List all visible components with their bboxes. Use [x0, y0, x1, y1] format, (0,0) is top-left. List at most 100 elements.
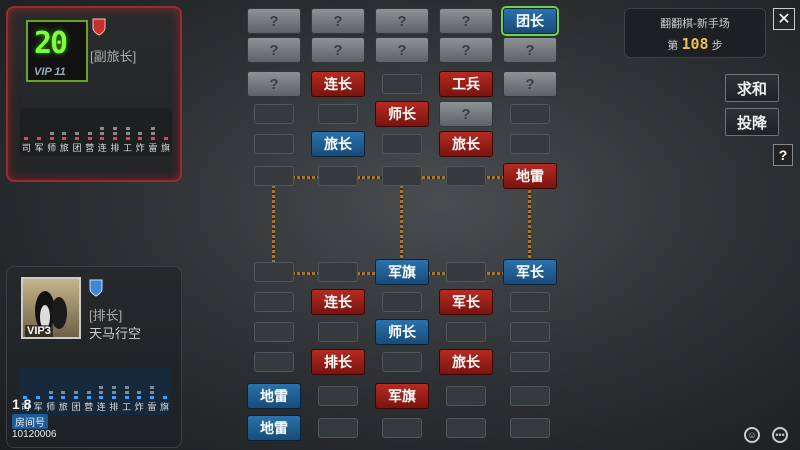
legend-bar	[125, 127, 131, 140]
hidden-piece[interactable]: ?	[247, 71, 301, 97]
draw-button[interactable]: 求和	[725, 74, 779, 102]
legend-bar	[112, 127, 118, 140]
opponent-rank: [副旅长]	[90, 49, 137, 64]
room-logo: 1 8	[12, 396, 32, 412]
empty-cell[interactable]	[254, 166, 294, 186]
player-avatar[interactable]: VIP3	[21, 277, 81, 339]
legend-label: 军	[34, 143, 44, 153]
empty-cell[interactable]	[382, 166, 422, 186]
help-button[interactable]: ?	[773, 144, 793, 166]
piece-red[interactable]: 工兵	[439, 71, 493, 97]
legend-label: 连	[96, 402, 106, 412]
legend-bar	[60, 391, 66, 399]
piece-red[interactable]: 军旗	[375, 383, 429, 409]
piece-red[interactable]: 军长	[439, 289, 493, 315]
empty-cell[interactable]	[382, 74, 422, 94]
empty-cell[interactable]	[510, 134, 550, 154]
piece-blue[interactable]: 地雷	[247, 415, 301, 441]
empty-cell[interactable]	[318, 104, 358, 124]
hidden-piece[interactable]: ?	[247, 37, 301, 63]
emoji-icon[interactable]: ☺	[744, 427, 760, 443]
empty-cell[interactable]	[446, 418, 486, 438]
legend-bar	[49, 132, 55, 140]
opponent-vip: VIP 11	[34, 66, 66, 78]
empty-cell[interactable]	[382, 352, 422, 372]
hidden-piece[interactable]: ?	[311, 8, 365, 34]
empty-cell[interactable]	[318, 322, 358, 342]
piece-red[interactable]: 连长	[311, 289, 365, 315]
hidden-piece[interactable]: ?	[439, 37, 493, 63]
empty-cell[interactable]	[318, 166, 358, 186]
legend-label: 师	[47, 143, 57, 153]
piece-blue[interactable]: 军旗	[375, 259, 429, 285]
legend-bar	[99, 127, 105, 140]
player-vip: VIP3	[25, 325, 53, 337]
hidden-piece[interactable]: ?	[375, 37, 429, 63]
hidden-piece[interactable]: ?	[439, 101, 493, 127]
legend-label: 连	[97, 143, 107, 153]
empty-cell[interactable]	[254, 322, 294, 342]
legend-bar	[35, 396, 41, 399]
empty-cell[interactable]	[446, 166, 486, 186]
empty-cell[interactable]	[254, 352, 294, 372]
piece-blue[interactable]: 地雷	[247, 383, 301, 409]
legend-label: 工	[123, 143, 133, 153]
player-name: 天马行空	[89, 326, 142, 341]
empty-cell[interactable]	[382, 134, 422, 154]
legend-bar	[48, 391, 54, 399]
empty-cell[interactable]	[446, 322, 486, 342]
close-button[interactable]: ✕	[773, 8, 795, 30]
empty-cell[interactable]	[510, 352, 550, 372]
legend-label: 炸	[134, 402, 144, 412]
more-icon[interactable]: •••	[772, 427, 788, 443]
empty-cell[interactable]	[382, 418, 422, 438]
player-panel: VIP3 [排长] 天马行空 司军师旅团营连排工炸雷旗	[6, 266, 182, 448]
piece-red[interactable]: 师长	[375, 101, 429, 127]
empty-cell[interactable]	[254, 292, 294, 312]
piece-red[interactable]: 旅长	[439, 131, 493, 157]
empty-cell[interactable]	[510, 292, 550, 312]
empty-cell[interactable]	[254, 134, 294, 154]
opponent-avatar[interactable]: 20 VIP 11	[26, 20, 88, 82]
legend-label: 旗	[161, 143, 171, 153]
player-piece-legend: 司军师旅团营连排工炸雷旗	[19, 367, 171, 415]
piece-blue[interactable]: 团长	[501, 6, 559, 36]
piece-red[interactable]: 连长	[311, 71, 365, 97]
legend-label: 排	[109, 402, 119, 412]
empty-cell[interactable]	[510, 322, 550, 342]
hidden-piece[interactable]: ?	[247, 8, 301, 34]
empty-cell[interactable]	[254, 104, 294, 124]
opponent-level: 20	[34, 26, 68, 61]
hidden-piece[interactable]: ?	[503, 71, 557, 97]
legend-bar	[111, 386, 117, 399]
empty-cell[interactable]	[318, 418, 358, 438]
empty-cell[interactable]	[510, 386, 550, 406]
hidden-piece[interactable]: ?	[311, 37, 365, 63]
legend-label: 团	[71, 402, 81, 412]
empty-cell[interactable]	[318, 262, 358, 282]
legend-label: 旗	[160, 402, 170, 412]
empty-cell[interactable]	[382, 292, 422, 312]
empty-cell[interactable]	[446, 386, 486, 406]
piece-blue[interactable]: 师长	[375, 319, 429, 345]
hidden-piece[interactable]: ?	[375, 8, 429, 34]
legend-bar	[36, 137, 42, 140]
piece-blue[interactable]: 旅长	[311, 131, 365, 157]
piece-red[interactable]: 旅长	[439, 349, 493, 375]
legend-label: 团	[72, 143, 82, 153]
hidden-piece[interactable]: ?	[503, 37, 557, 63]
piece-blue[interactable]: 军长	[503, 259, 557, 285]
empty-cell[interactable]	[510, 104, 550, 124]
empty-cell[interactable]	[254, 262, 294, 282]
room-number: 房间号 10120006	[12, 414, 57, 440]
empty-cell[interactable]	[318, 386, 358, 406]
empty-cell[interactable]	[510, 418, 550, 438]
red-shield-icon	[92, 18, 106, 36]
legend-label: 炸	[135, 143, 145, 153]
empty-cell[interactable]	[446, 262, 486, 282]
rail-line	[528, 180, 531, 280]
piece-red[interactable]: 地雷	[503, 163, 557, 189]
piece-red[interactable]: 排长	[311, 349, 365, 375]
hidden-piece[interactable]: ?	[439, 8, 493, 34]
surrender-button[interactable]: 投降	[725, 108, 779, 136]
